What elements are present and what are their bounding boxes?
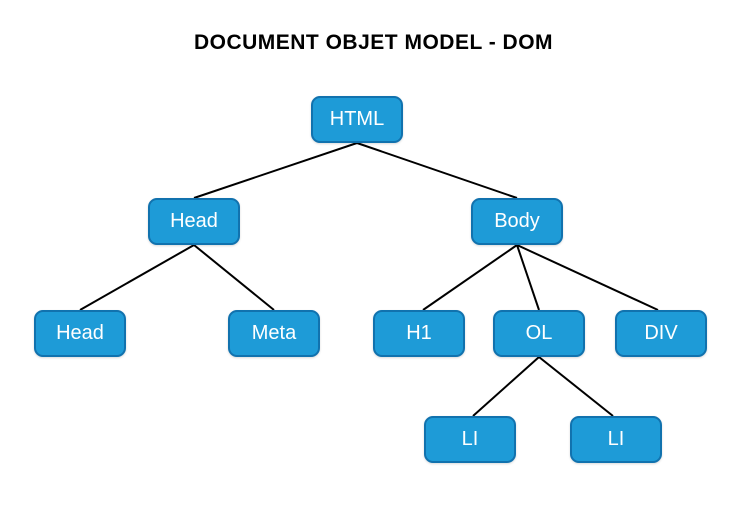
- edge-html-head: [193, 142, 358, 199]
- node-li-right: LI: [570, 416, 662, 463]
- edge-body-h1: [422, 244, 518, 311]
- node-head: Head: [148, 198, 240, 245]
- edge-body-ol: [516, 244, 540, 311]
- node-ol: OL: [493, 310, 585, 357]
- edge-body-div: [516, 244, 659, 311]
- node-li-left: LI: [424, 416, 516, 463]
- node-body: Body: [471, 198, 563, 245]
- node-div: DIV: [615, 310, 707, 357]
- node-head-leaf: Head: [34, 310, 126, 357]
- edge-ol-li2: [538, 356, 614, 417]
- edge-ol-li1: [472, 356, 540, 417]
- node-html: HTML: [311, 96, 403, 143]
- node-meta: Meta: [228, 310, 320, 357]
- diagram-title: DOCUMENT OBJET MODEL - DOM: [193, 31, 554, 54]
- edge-head-head2: [79, 244, 195, 311]
- edge-head-meta: [193, 244, 275, 311]
- node-h1: H1: [373, 310, 465, 357]
- edge-html-body: [356, 142, 518, 199]
